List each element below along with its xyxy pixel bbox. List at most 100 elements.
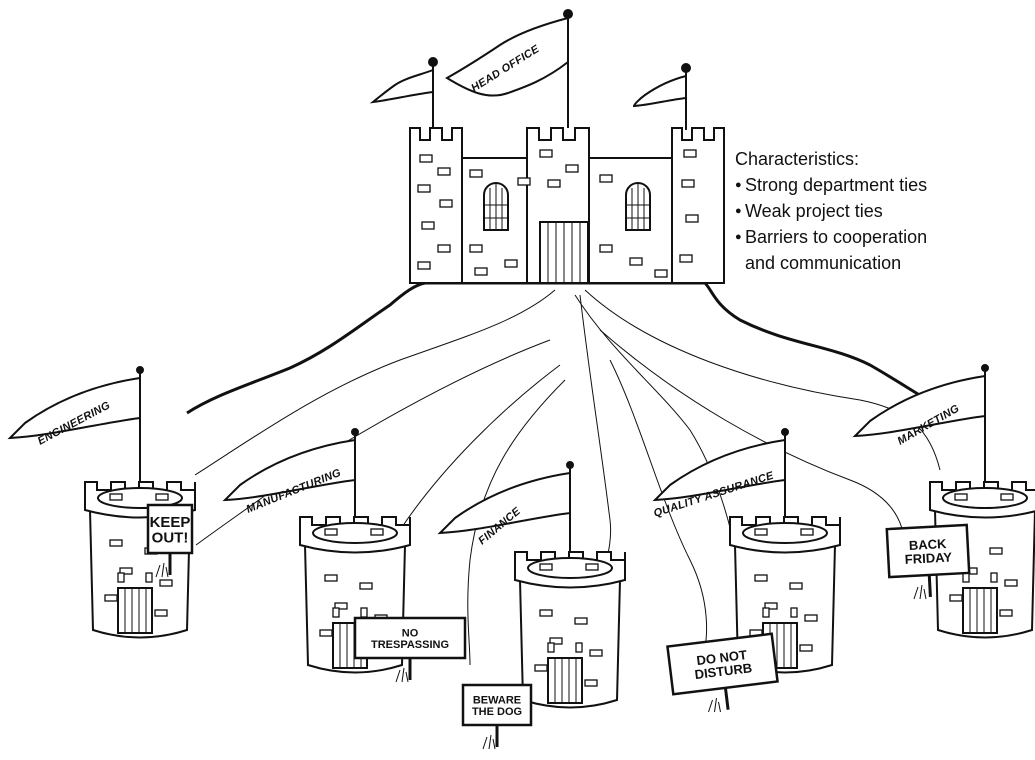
sign-board: [666, 632, 779, 696]
characteristics-heading: Characteristics:: [735, 149, 860, 169]
brick: [155, 493, 169, 501]
tower-rim: [527, 557, 613, 579]
characteristic-continuation: and communication: [745, 253, 902, 273]
sign-text: OUT!: [152, 530, 189, 547]
brick: [589, 649, 603, 657]
characteristic-item: ●Barriers to cooperation: [735, 224, 1030, 250]
bullet-icon: ●: [735, 179, 742, 191]
brick: [804, 614, 818, 622]
tower-rim: [312, 522, 398, 544]
sign-text: NO: [402, 627, 419, 639]
brick: [324, 528, 338, 536]
brick: [584, 679, 598, 687]
characteristic-text: Strong department ties: [745, 175, 928, 195]
connection-line-engineering: [194, 289, 556, 476]
sign-text: DO NOT: [696, 647, 748, 668]
sign-text: TRESPASSING: [371, 639, 449, 651]
brick: [999, 609, 1013, 617]
sign-post: [927, 574, 932, 598]
brick: [764, 602, 778, 610]
connection-line-marketing: [584, 289, 941, 471]
brick: [154, 609, 168, 617]
brick: [574, 617, 588, 625]
sign-board: [461, 683, 533, 727]
brick: [989, 547, 1003, 555]
gate-chain: [117, 572, 125, 583]
gate-chain: [332, 607, 340, 618]
brick: [324, 574, 338, 582]
tower-rim: [742, 522, 828, 544]
grass: [708, 697, 721, 713]
brick: [104, 594, 118, 602]
sign-post: [723, 687, 730, 710]
connection-line-qa: [574, 294, 738, 561]
brick: [159, 579, 173, 587]
sign-board: [885, 523, 971, 579]
characteristic-item: ●Strong department ties: [735, 172, 1030, 198]
gate-chain: [762, 607, 770, 618]
sign-text: BEWARE: [473, 694, 521, 706]
tower-rim: [942, 487, 1028, 509]
brick: [109, 493, 123, 501]
department-flag: [437, 471, 571, 535]
brick: [534, 664, 548, 672]
characteristic-text: Weak project ties: [745, 201, 883, 221]
sign-text: DISTURB: [694, 660, 753, 682]
characteristic-text: Barriers to cooperation: [745, 227, 928, 247]
brick: [799, 644, 813, 652]
department-flag: [7, 376, 141, 440]
sign-board: [353, 616, 467, 660]
tower-gate: [547, 657, 583, 704]
gate-chain: [575, 642, 583, 653]
gate-chain: [990, 572, 998, 583]
brick: [359, 582, 373, 590]
tower-rim: [97, 487, 183, 509]
flag-left: [369, 68, 434, 104]
pole-ball: [781, 428, 789, 436]
grass: [913, 584, 927, 600]
brick: [800, 528, 814, 536]
tower-gate: [117, 587, 153, 634]
department-flag: [222, 438, 356, 502]
bullet-icon: ●: [735, 205, 742, 217]
connection-lines: [194, 289, 941, 669]
brick: [109, 539, 123, 547]
brick: [539, 563, 553, 571]
grass: [395, 667, 409, 683]
brick: [549, 637, 563, 645]
brick: [954, 493, 968, 501]
sign-board: [146, 503, 194, 555]
brick: [319, 629, 333, 637]
characteristics-panel: Characteristics: ●Strong department ties…: [735, 146, 1030, 276]
sign-text: FRIDAY: [904, 549, 952, 566]
head-office-castle: HEAD OFFICE: [369, 9, 725, 284]
brick: [539, 609, 553, 617]
department-towers: ENGINEERINGKEEPOUT!MANUFACTURINGNOTRESPA…: [7, 364, 1035, 750]
pole-ball: [351, 428, 359, 436]
gate-chain: [547, 642, 555, 653]
brick: [1000, 493, 1014, 501]
department-flag: [852, 374, 986, 438]
pole-ball: [566, 461, 574, 469]
flag-right: [632, 74, 687, 108]
brick: [1004, 579, 1018, 587]
connection-line-finance: [467, 379, 566, 666]
bullet-icon: ●: [735, 231, 742, 243]
brick: [119, 567, 133, 575]
sign-text: KEEP: [150, 514, 191, 531]
department-flag: [652, 438, 786, 502]
gate-chain: [360, 607, 368, 618]
sign-text: BACK: [909, 536, 948, 553]
brick: [585, 563, 599, 571]
brick: [949, 594, 963, 602]
brick: [754, 528, 768, 536]
